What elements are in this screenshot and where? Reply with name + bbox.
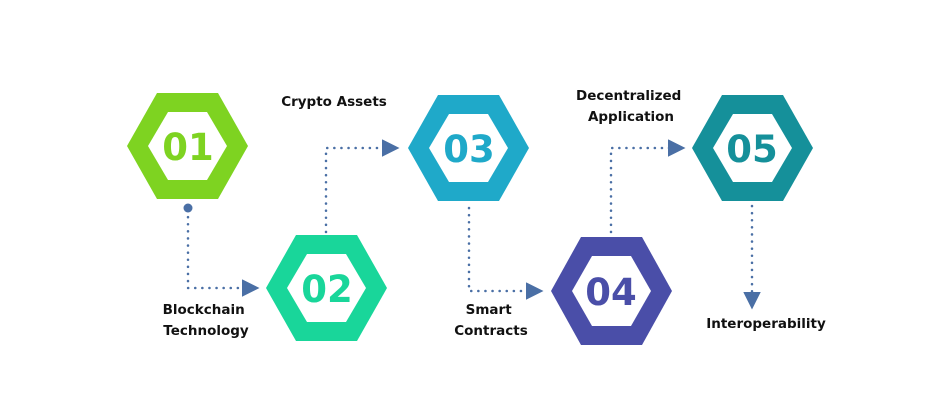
step-02-number: 02 [301, 268, 353, 311]
label-smart-contracts-line-2: Contracts [454, 323, 528, 339]
label-decentralized-application-line-1: Decentralized [576, 88, 681, 104]
step-05-hexagon: 05 [692, 95, 813, 201]
label-blockchain-technology: Blockchain Technology [163, 302, 250, 339]
step-01-number: 01 [162, 126, 214, 169]
label-decentralized-application: Decentralized Application [576, 88, 686, 125]
label-blockchain-technology-line-2: Technology [163, 323, 249, 339]
step-03-number: 03 [443, 128, 495, 171]
step-01-hexagon-inner [148, 112, 227, 180]
step-05-hexagon-inner [713, 114, 792, 182]
step-01-hexagon: 01 [127, 93, 248, 199]
label-blockchain-technology-line-1: Blockchain [163, 302, 245, 318]
label-smart-contracts: Smart Contracts [454, 302, 528, 339]
connector-04-to-05 [609, 139, 686, 234]
step-03-hexagon: 03 [408, 95, 529, 201]
step-02-hexagon: 02 [266, 235, 387, 341]
connector-01-to-02 [186, 208, 260, 297]
step-05-number: 05 [726, 128, 778, 171]
connector-start-dot [183, 203, 193, 213]
step-04-hexagon: 04 [551, 237, 672, 345]
step-03-hexagon-inner [429, 114, 508, 182]
label-decentralized-application-line-2: Application [588, 109, 674, 125]
connector-03-to-04 [467, 206, 544, 300]
label-smart-contracts-line-1: Smart [466, 302, 513, 318]
connector-02-to-03 [324, 139, 400, 234]
step-02-hexagon-inner [287, 254, 366, 322]
label-crypto-assets: Crypto Assets [281, 94, 387, 110]
connectors [186, 139, 761, 310]
label-interoperability: Interoperability [706, 316, 826, 332]
step-04-hexagon-inner [572, 256, 651, 326]
step-04-number: 04 [585, 271, 637, 314]
